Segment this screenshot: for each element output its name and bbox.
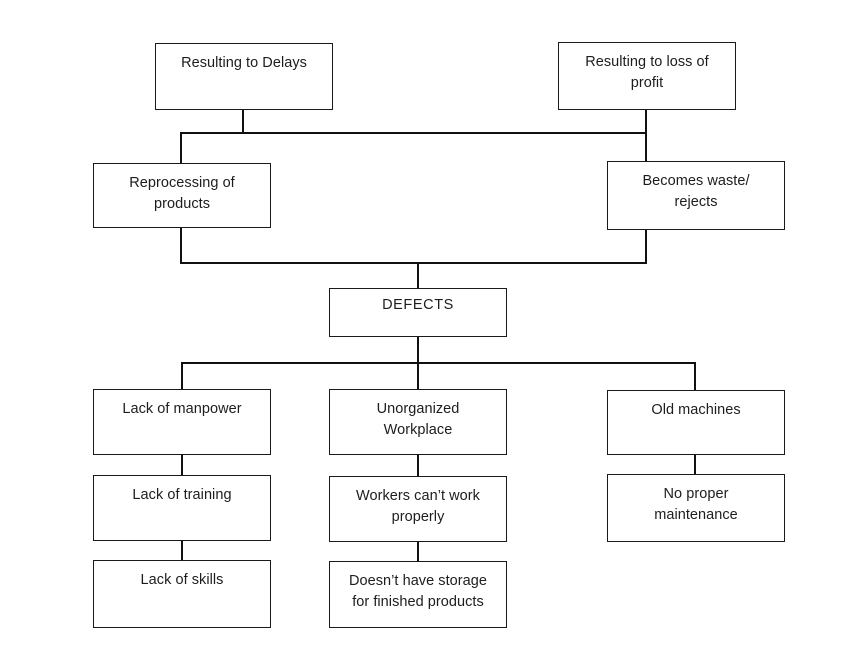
connector-reprocessing-down xyxy=(180,228,183,264)
connector-bus-to-machines xyxy=(694,362,697,390)
node-label: Lack of manpower xyxy=(122,401,242,417)
connector-loss-profit-down xyxy=(645,110,648,134)
node-no-proper-maintenance[interactable]: No proper maintenance xyxy=(607,474,785,542)
connector-bus-effects-lower xyxy=(180,262,647,265)
node-old-machines[interactable]: Old machines xyxy=(607,390,785,455)
node-label: Resulting to loss of profit xyxy=(585,54,709,91)
node-label: Reprocessing of products xyxy=(129,175,235,212)
node-label: Old machines xyxy=(651,402,741,418)
node-label: Lack of skills xyxy=(140,572,224,588)
connector-training-to-skills xyxy=(181,541,184,561)
node-label: Resulting to Delays xyxy=(181,55,307,71)
connector-bus-to-becomes-waste xyxy=(645,132,648,162)
connector-manpower-to-training xyxy=(181,455,184,476)
connector-bus-causes xyxy=(181,362,696,365)
connector-workplace-to-workers xyxy=(417,455,420,476)
connector-workers-to-storage xyxy=(417,542,420,561)
node-reprocessing-of-products[interactable]: Reprocessing of products xyxy=(93,163,271,228)
node-lack-of-skills[interactable]: Lack of skills xyxy=(93,560,271,628)
connector-delays-down xyxy=(242,110,245,134)
connector-defects-down xyxy=(417,337,420,364)
node-label: Unorganized Workplace xyxy=(376,401,460,438)
node-resulting-to-loss-of-profit[interactable]: Resulting to loss of profit xyxy=(558,42,736,110)
node-label: DEFECTS xyxy=(382,297,454,313)
node-label: Lack of training xyxy=(132,487,232,503)
connector-machines-to-maintenance xyxy=(694,455,697,475)
node-defects[interactable]: DEFECTS xyxy=(329,288,507,337)
node-label: Workers can’t work properly xyxy=(356,488,480,525)
node-becomes-waste-rejects[interactable]: Becomes waste/ rejects xyxy=(607,161,785,230)
node-resulting-to-delays[interactable]: Resulting to Delays xyxy=(155,43,333,110)
node-label: Becomes waste/ rejects xyxy=(642,173,750,210)
node-lack-of-training[interactable]: Lack of training xyxy=(93,475,271,541)
node-unorganized-workplace[interactable]: Unorganized Workplace xyxy=(329,389,507,455)
connector-bus-to-workplace xyxy=(417,362,420,390)
connector-becomes-waste-down xyxy=(645,230,648,264)
node-label: Doesn’t have storage for finished produc… xyxy=(348,573,488,610)
connector-bus-to-manpower xyxy=(181,362,184,390)
node-lack-of-manpower[interactable]: Lack of manpower xyxy=(93,389,271,455)
connector-bus-effects-upper xyxy=(180,132,647,135)
node-doesnt-have-storage[interactable]: Doesn’t have storage for finished produc… xyxy=(329,561,507,628)
connector-bus-to-defects xyxy=(417,262,420,289)
connector-bus-to-reprocessing xyxy=(180,132,183,164)
node-workers-cant-work-properly[interactable]: Workers can’t work properly xyxy=(329,476,507,542)
node-label: No proper maintenance xyxy=(654,486,738,523)
